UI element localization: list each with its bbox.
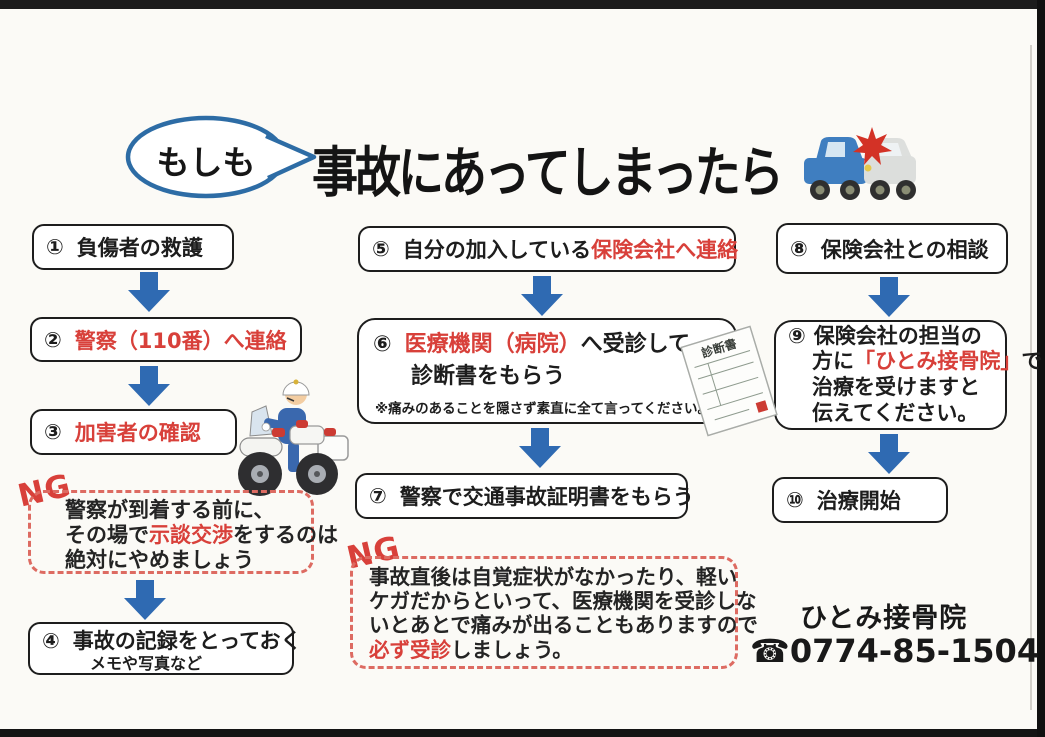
scan-edge-top (0, 0, 1045, 9)
step-2-box: ② 警察（110番）へ連絡 (30, 317, 302, 362)
step-5-label-red: 保険会社へ連絡 (591, 238, 739, 262)
step-7-box: ⑦ 警察で交通事故証明書をもらう (355, 473, 694, 519)
ng1-line2: その場で示談交渉をするのは (65, 522, 338, 547)
step-5-label: 自分の加入している (402, 238, 592, 262)
step-8-label: 保険会社との相談 (820, 237, 989, 262)
flow-arrow-icon (128, 366, 170, 406)
step-1-box: ① 負傷者の救護 (32, 224, 234, 270)
ng-warning-box-1: 警察が到着する前に、 その場で示談交渉をするのは 絶対にやめましょう (28, 490, 338, 574)
ng-warning-box-2: 事故直後は自覚症状がなかったり、軽い ケガだからといって、医療機関を受診しな い… (350, 556, 758, 669)
ng2-line3: いとあとで痛みが出ることもありますので (369, 613, 758, 638)
flow-arrow-icon (868, 434, 910, 474)
ng2-line4: 必ず受診しましょう。 (369, 637, 573, 662)
police-motorcycle-icon (238, 379, 349, 496)
step-1-label: 負傷者の救護 (76, 236, 203, 260)
step-7-label: 警察で交通事故証明書をもらう (399, 485, 694, 509)
step-5-number: ⑤ (372, 237, 390, 261)
clinic-phone: ☎0774-85-1504 (750, 632, 1039, 670)
flow-arrow-icon (124, 580, 166, 620)
step-6-line2: 診断書をもらう (411, 363, 566, 389)
flow-arrow-icon (868, 277, 910, 317)
step-4-subtext: メモや写真など (90, 653, 203, 673)
step-6-note: ※痛みのあることを隠さず素直に全て言ってください。 (375, 400, 712, 417)
step-2-label: 警察（110番）へ連絡 (74, 328, 287, 353)
step-10-box: ⑩ 治療開始 (772, 477, 948, 523)
step-3-number: ③ (44, 420, 62, 444)
flow-arrow-icon (519, 428, 561, 468)
step-10-number: ⑩ (786, 488, 804, 512)
step-3-label: 加害者の確認 (74, 421, 201, 445)
ng1-line1: 警察が到着する前に、 (65, 498, 275, 522)
step-9-line2: 方に「ひとみ接骨院」で (812, 349, 1043, 374)
ng2-line2: ケガだからといって、医療機関を受診しな (369, 589, 757, 614)
step-9-line4: 伝えてください。 (812, 400, 979, 425)
speech-bubble-label: もしも (156, 143, 256, 182)
step-8-box: ⑧ 保険会社との相談 (776, 223, 1008, 274)
clinic-name: ひとみ接骨院 (800, 603, 968, 634)
flow-arrow-icon (521, 276, 563, 316)
ng1-line3: 絶対にやめましょう (65, 547, 254, 572)
step-8-number: ⑧ (790, 236, 808, 261)
ng2-line1: 事故直後は自覚症状がなかったり、軽い (369, 565, 738, 589)
step-3-box: ③ 加害者の確認 (30, 409, 237, 455)
step-10-label: 治療開始 (816, 489, 901, 513)
step-1-number: ① (46, 235, 64, 259)
paper-edge-shadow (1030, 45, 1032, 710)
scan-edge-right (1037, 0, 1045, 737)
speech-bubble (125, 115, 317, 199)
scan-edge-bottom (0, 729, 1045, 737)
step-7-number: ⑦ (369, 484, 387, 508)
car-crash-icon (804, 127, 916, 200)
phone-number: 0774-85-1504 (789, 632, 1040, 670)
step-9-line3: 治療を受けますと (812, 375, 980, 399)
step-2-number: ② (44, 327, 62, 352)
page-title: 事故にあってしまったら (312, 140, 784, 205)
step-5-box: ⑤ 自分の加入している 保険会社へ連絡 (358, 226, 739, 272)
medical-certificate-icon: 診断書 (680, 325, 778, 437)
phone-icon: ☎ (750, 632, 790, 670)
flow-arrow-icon (128, 272, 170, 312)
